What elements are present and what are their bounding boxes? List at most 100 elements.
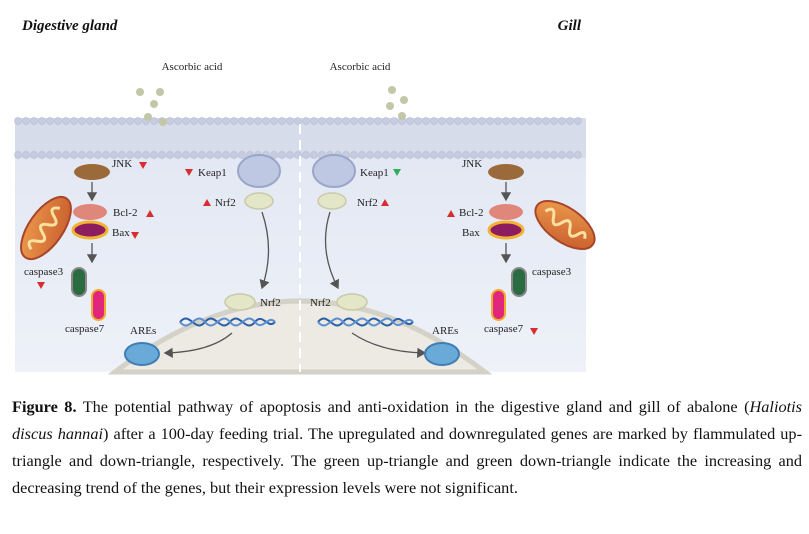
lipid-head xyxy=(326,117,334,125)
caspase7-label-right: caspase7 xyxy=(484,323,524,335)
lipid-head xyxy=(166,117,174,125)
lipid-head xyxy=(270,117,278,125)
lipid-head xyxy=(182,117,190,125)
lipid-head xyxy=(342,117,350,125)
gill-title: Gill xyxy=(558,18,582,34)
lipid-head xyxy=(94,117,102,125)
keap1-label-left: Keap1 xyxy=(198,167,227,179)
lipid-head xyxy=(134,117,142,125)
lipid-head xyxy=(478,151,486,159)
lipid-head xyxy=(534,117,542,125)
lipid-head xyxy=(374,117,382,125)
lipid-head xyxy=(310,151,318,159)
lipid-head xyxy=(534,151,542,159)
lipid-head xyxy=(374,151,382,159)
nrf2-shape-left xyxy=(244,192,274,210)
lipid-head xyxy=(70,117,78,125)
lipid-head xyxy=(102,117,110,125)
bax-label-right: Bax xyxy=(462,227,480,239)
lipid-head xyxy=(246,117,254,125)
nrf2-label-right: Nrf2 xyxy=(357,197,378,209)
lipid-head xyxy=(38,117,46,125)
lipid-head xyxy=(318,117,326,125)
lipid-head xyxy=(278,151,286,159)
lipid-head xyxy=(14,117,22,125)
lipid-head xyxy=(206,117,214,125)
bax-down-triangle-left xyxy=(131,232,139,239)
caspase3-down-triangle-left xyxy=(37,282,45,289)
lipid-head xyxy=(574,117,582,125)
lipid-head xyxy=(46,117,54,125)
lipid-head xyxy=(30,151,38,159)
lipid-head xyxy=(286,117,294,125)
lipid-head xyxy=(214,151,222,159)
lipid-head xyxy=(142,151,150,159)
lipid-head xyxy=(470,117,478,125)
jnk-down-triangle-left xyxy=(139,162,147,169)
bcl2-up-triangle-right xyxy=(447,210,455,217)
pathway-diagram: Digestive gland Gill Ascorbic acid Ascor… xyxy=(14,18,596,375)
lipid-head xyxy=(110,117,118,125)
lipid-head xyxy=(302,151,310,159)
bax-shape-left xyxy=(71,220,109,240)
bcl2-shape-left xyxy=(73,204,107,220)
nrf2-shape-right xyxy=(317,192,347,210)
lipid-head xyxy=(486,151,494,159)
lipid-head xyxy=(22,117,30,125)
keap1-green-down-triangle-right xyxy=(393,169,401,176)
figure-caption: Figure 8. The potential pathway of apopt… xyxy=(12,393,802,501)
lipid-head xyxy=(270,151,278,159)
lipid-head xyxy=(398,151,406,159)
keap1-label-right: Keap1 xyxy=(360,167,389,179)
lipid-head xyxy=(158,151,166,159)
lipid-head xyxy=(542,117,550,125)
lipid-head xyxy=(390,117,398,125)
right-apoptosis-pathway: JNK Bcl-2 Bax caspase3 caspase7 xyxy=(447,158,596,335)
lipid-head xyxy=(118,117,126,125)
lipid-head xyxy=(558,151,566,159)
caspase3-shape-right xyxy=(511,267,527,297)
lipid-head xyxy=(574,151,582,159)
lipid-head xyxy=(550,151,558,159)
keap1-down-triangle-left xyxy=(185,169,193,176)
lipid-head xyxy=(414,151,422,159)
lipid-head xyxy=(566,151,574,159)
cell-membrane xyxy=(14,117,586,159)
jnk-label-left: JNK xyxy=(112,158,132,170)
lipid-head xyxy=(126,117,134,125)
lipid-head xyxy=(214,117,222,125)
nrf2-up-triangle-right xyxy=(381,199,389,206)
lipid-head xyxy=(182,151,190,159)
species-name: Haliotis discus hannai xyxy=(12,397,803,443)
digestive-gland-title: Digestive gland xyxy=(21,18,118,34)
jnk-label-right: JNK xyxy=(462,158,482,170)
lipid-head xyxy=(350,117,358,125)
lipid-head xyxy=(174,117,182,125)
lipid-head xyxy=(126,151,134,159)
lipid-head xyxy=(366,117,374,125)
keap1-shape-right xyxy=(312,154,356,188)
bax-shape-right xyxy=(487,220,525,240)
figure-label: Figure 8. xyxy=(12,397,77,416)
lipid-head xyxy=(526,151,534,159)
bcl2-shape-right xyxy=(489,204,523,220)
ascorbic-acid-label-right: Ascorbic acid xyxy=(330,61,391,73)
lipid-head xyxy=(446,151,454,159)
lipid-head xyxy=(238,151,246,159)
right-antioxidant-pathway: Keap1 Nrf2 Nrf2 AREs xyxy=(310,154,460,366)
ares-label-left: AREs xyxy=(130,325,156,337)
lipid-head xyxy=(494,151,502,159)
lipid-head xyxy=(238,117,246,125)
lipid-head xyxy=(14,151,22,159)
lipid-head xyxy=(206,151,214,159)
bax-label-left: Bax xyxy=(112,227,130,239)
lipid-head xyxy=(286,151,294,159)
lipid-head xyxy=(198,151,206,159)
lipid-head xyxy=(382,117,390,125)
lipid-head xyxy=(382,151,390,159)
caspase7-shape-left xyxy=(91,289,106,321)
lipid-head xyxy=(150,151,158,159)
keap1-shape-left xyxy=(237,154,281,188)
caspase7-shape-right xyxy=(491,289,506,321)
lipid-head xyxy=(502,151,510,159)
